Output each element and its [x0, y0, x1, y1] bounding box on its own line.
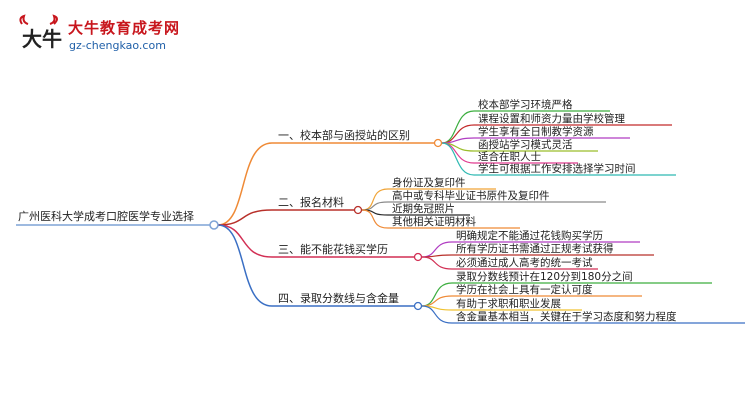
leaf-connector	[441, 137, 475, 144]
branch-connector	[217, 224, 273, 307]
leaf-label: 学历在社会上具有一定认可度	[456, 284, 593, 296]
leaf-label: 函授站学习模式灵活	[478, 139, 573, 151]
leaf-label: 学生可根据工作安排选择学习时间	[478, 163, 636, 175]
leaf-connector	[421, 256, 453, 270]
branch-label: 一、校本部与函授站的区别	[278, 129, 410, 142]
root-topic: 广州医科大学成考口腔医学专业选择	[18, 210, 194, 223]
leaf-label: 录取分数线预计在120分到180分之间	[456, 271, 633, 283]
leaf-label: 课程设置和师资力量由学校管理	[478, 113, 625, 125]
branch-node	[433, 138, 443, 148]
branch-label: 三、能不能花钱买学历	[278, 243, 388, 256]
leaf-label: 其他相关证明材料	[392, 216, 476, 228]
leaf-connector	[361, 188, 389, 211]
brand-title: 大牛教育成考网	[68, 19, 181, 37]
branch-label: 二、报名材料	[278, 196, 344, 209]
branch-connector	[217, 209, 273, 226]
leaf-label: 近期免冠照片	[392, 203, 455, 215]
leaf-connector	[441, 142, 475, 164]
leaf-label: 校本部学习环境严格	[478, 99, 573, 111]
branch-node	[413, 252, 423, 262]
leaf-connector	[361, 201, 389, 211]
leaf-connector	[361, 209, 389, 229]
leaf-connector	[441, 142, 475, 176]
leaf-connector	[421, 295, 453, 307]
leaf-label: 含金量基本相当，关键在于学习态度和努力程度	[456, 311, 677, 323]
leaf-label: 适合在职人士	[478, 151, 541, 163]
leaf-label: 明确规定不能通过花钱购买学历	[456, 230, 603, 242]
branch-connector	[217, 142, 273, 226]
leaf-label: 必须通过成人高考的统一考试	[456, 257, 593, 269]
brand-logo: 大牛 大牛教育成考网 gz-chengkao.com	[16, 14, 226, 58]
leaf-label: 学生享有全日制教学资源	[478, 126, 594, 138]
leaf-label: 高中或专科毕业证书原件及复印件	[392, 190, 550, 202]
brand-url: gz-chengkao.com	[69, 39, 166, 52]
leaf-label: 有助于求职和职业发展	[456, 298, 561, 310]
leaf-label: 所有学历证书需通过正规考试获得	[456, 243, 614, 255]
leaf-label: 身份证及复印件	[392, 177, 466, 189]
branch-label: 四、录取分数线与含金量	[278, 292, 399, 305]
branch-node	[353, 205, 363, 215]
leaf-connector	[421, 305, 453, 324]
leaf-connector	[421, 282, 453, 307]
logo-glyph: 大牛	[22, 27, 62, 51]
bull-logo-icon: 大牛	[19, 14, 62, 51]
root-node	[209, 220, 219, 230]
branch-node	[413, 301, 423, 311]
branch-connector	[217, 224, 273, 258]
